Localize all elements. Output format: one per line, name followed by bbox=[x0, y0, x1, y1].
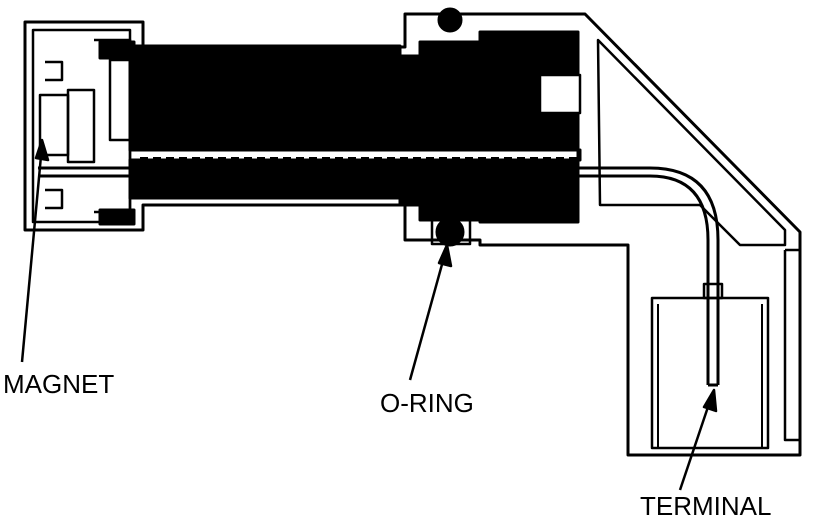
oring-groove-bottom bbox=[430, 220, 472, 246]
terminal-leader bbox=[678, 388, 718, 491]
terminal-wire-inner bbox=[38, 174, 710, 385]
connector-shroud bbox=[650, 296, 770, 450]
terminal-label: TERMINAL bbox=[640, 491, 771, 521]
terminal-wire-outer bbox=[38, 166, 720, 385]
housing-diagonal-inner bbox=[596, 38, 787, 247]
coil-flange-top bbox=[98, 40, 136, 60]
terminal-seal bbox=[702, 282, 724, 300]
magnet-holder bbox=[66, 88, 96, 164]
oring-top bbox=[437, 7, 463, 33]
inner-step-left bbox=[94, 38, 132, 214]
core-notch bbox=[538, 73, 582, 115]
oring-leader bbox=[408, 243, 453, 381]
magnet-label: MAGNET bbox=[3, 369, 114, 399]
magnet-leader bbox=[20, 138, 50, 363]
coil-flange-bottom bbox=[98, 208, 136, 226]
magnet-clip-bottom bbox=[45, 188, 64, 210]
magnet-clip-top bbox=[45, 60, 64, 82]
coil-core bbox=[128, 30, 582, 224]
oring-bottom bbox=[435, 217, 465, 247]
oring-label: O-RING bbox=[380, 388, 474, 418]
connector-rib bbox=[783, 248, 800, 442]
